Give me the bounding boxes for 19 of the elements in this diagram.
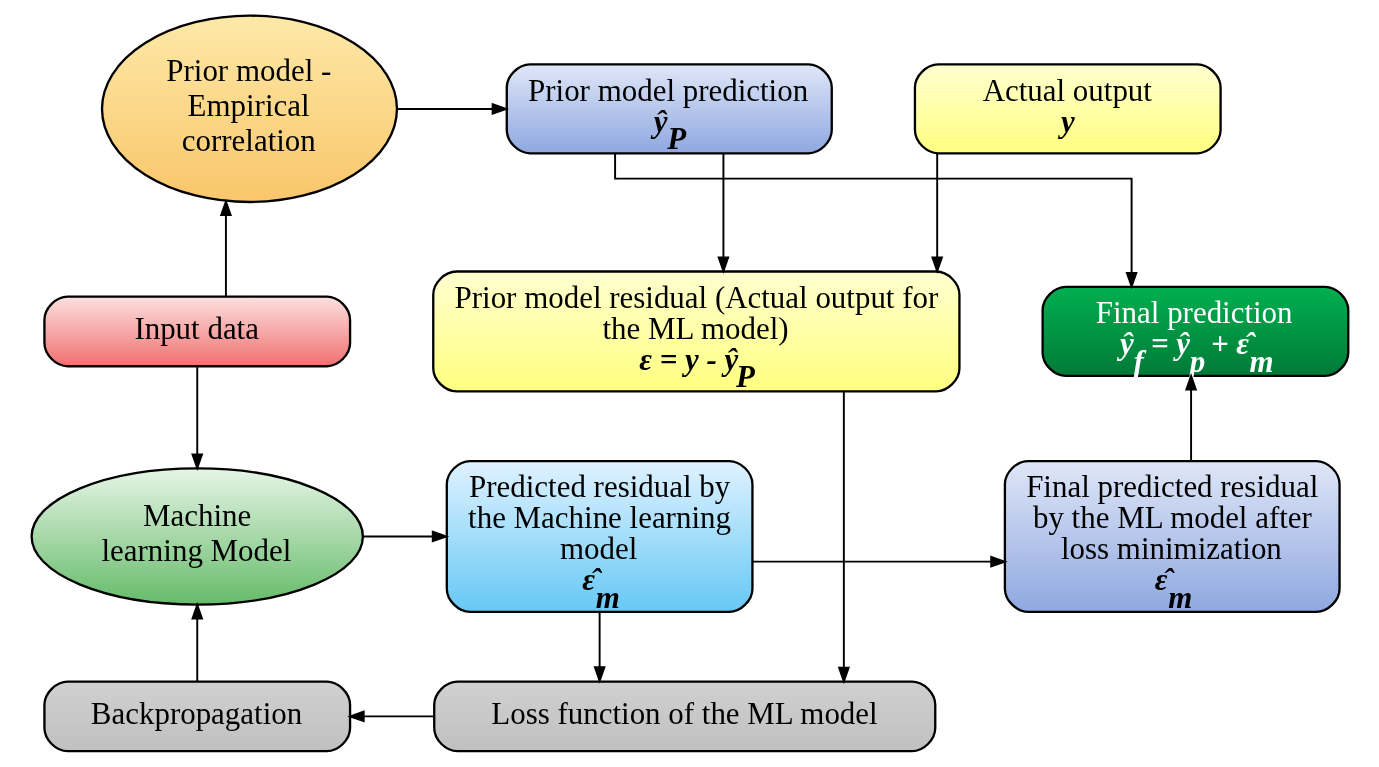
node-box: Backpropagation [42,680,351,753]
node-ellipse: Prior model - Empirical correlation [100,14,398,204]
arrow [751,555,1008,568]
arrow [930,152,943,274]
arrow [1184,373,1197,462]
node-box: Actual output y [913,63,1222,155]
node-ellipse: Machine learning Model [29,467,364,606]
node-box: Loss function of the ML model [432,680,936,753]
arrow [361,530,449,543]
arrow [593,611,606,684]
arrow [716,152,730,274]
arrow [190,602,203,683]
arrow [219,198,232,298]
arrow [837,390,850,685]
arrow [613,152,1138,290]
arrow [396,102,509,116]
node-box: Input data [42,295,351,368]
arrow [190,366,203,471]
arrow [346,710,435,723]
